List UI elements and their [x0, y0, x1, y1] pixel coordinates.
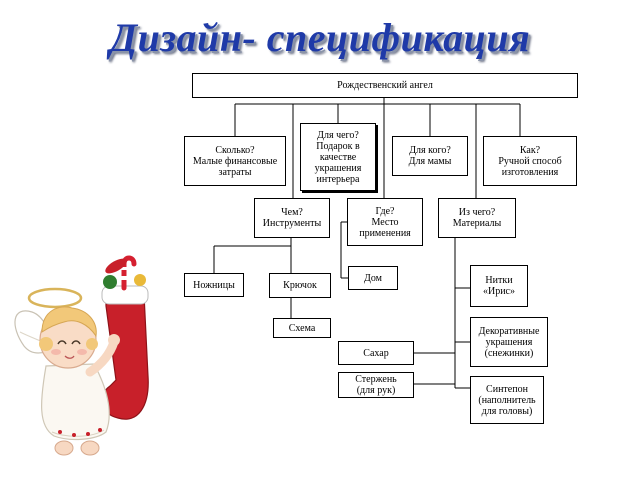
node-gde: Где? Место применения	[347, 198, 423, 246]
christmas-angel-illustration	[14, 255, 149, 456]
node-kak: Как? Ручной способ изготовления	[483, 136, 577, 186]
node-chem: Чем? Инструменты	[254, 198, 330, 238]
node-dlya-kogo: Для кого? Для мамы	[392, 136, 468, 176]
node-root: Рождественский ангел	[192, 73, 578, 98]
node-dekor: Декоративные украшения (снежинки)	[470, 317, 548, 367]
node-sintepon: Синтепон (наполнитель для головы)	[470, 376, 544, 424]
page-title: Дизайн- спецификация	[109, 15, 531, 60]
node-nitki: Нитки «Ирис»	[470, 265, 528, 307]
node-sahar: Сахар	[338, 341, 414, 365]
node-kryuchok: Крючок	[269, 273, 331, 298]
node-dlya-chego: Для чего? Подарок в качестве украшения и…	[300, 123, 376, 191]
node-dom: Дом	[348, 266, 398, 290]
node-iz-chego: Из чего? Материалы	[438, 198, 516, 238]
node-shema: Схема	[273, 318, 331, 338]
node-skolko: Сколько? Малые финансовые затраты	[184, 136, 286, 186]
node-nozhnitsy: Ножницы	[184, 273, 244, 297]
node-sterzhen: Стержень (для рук)	[338, 372, 414, 398]
